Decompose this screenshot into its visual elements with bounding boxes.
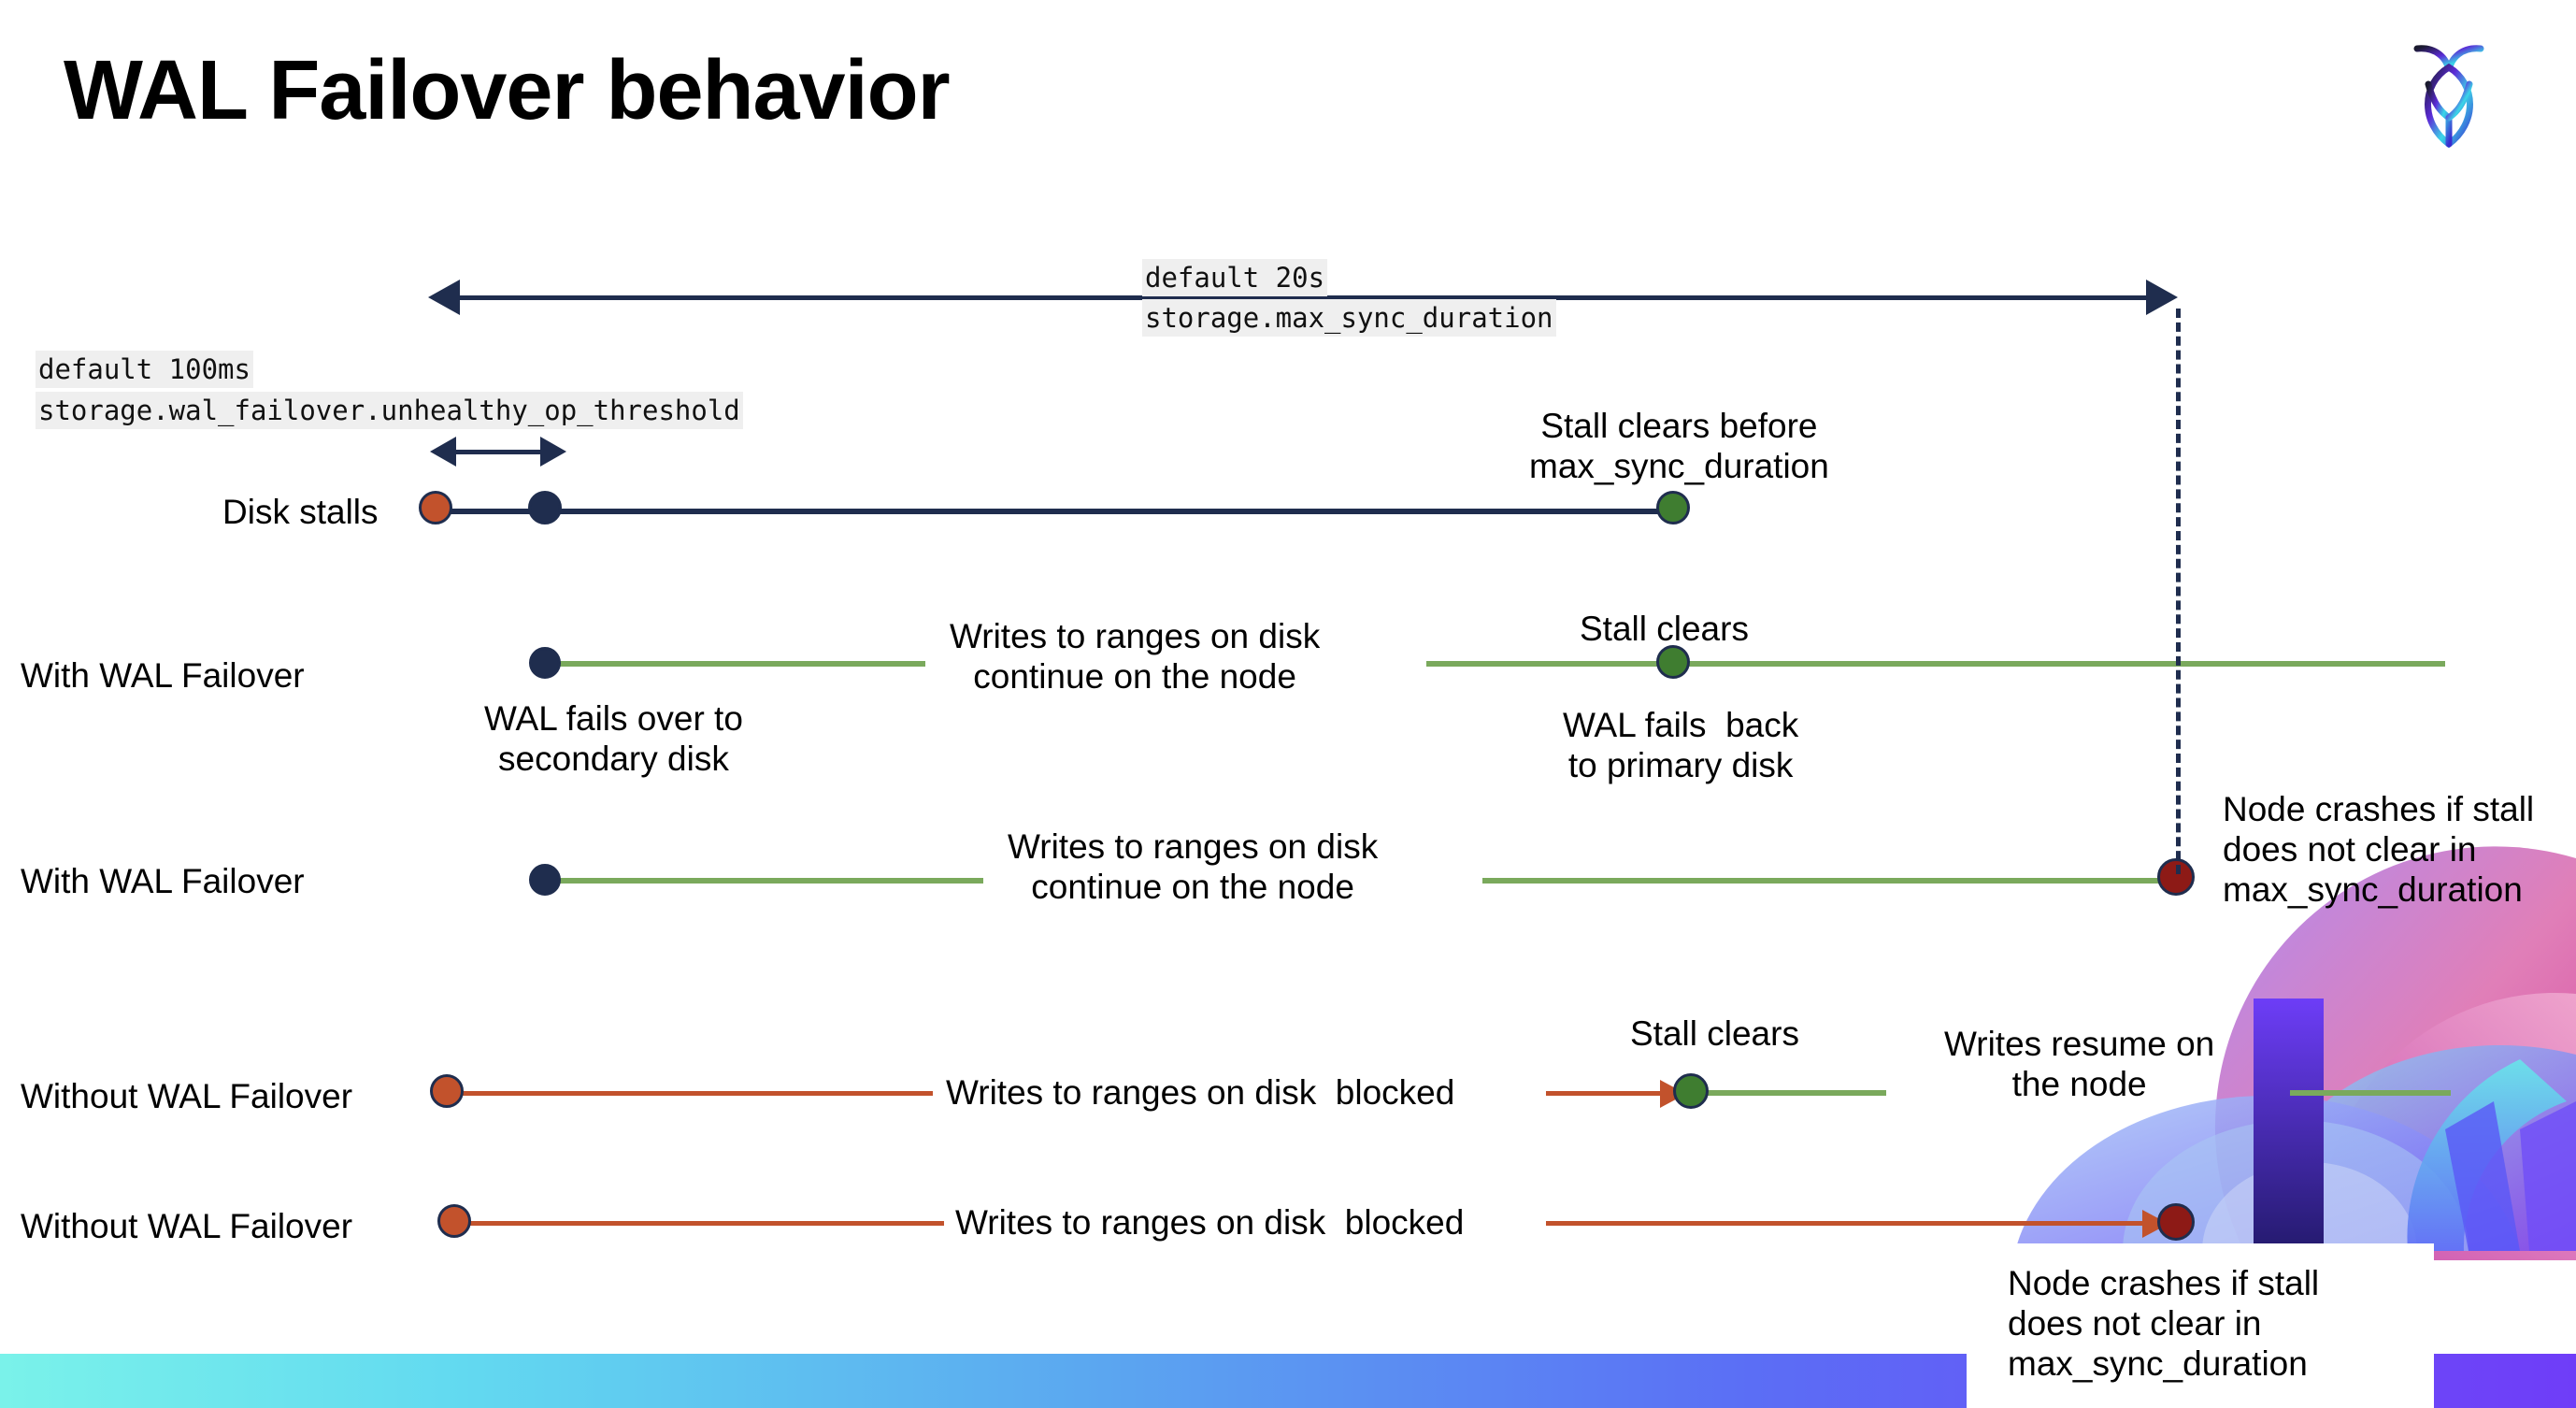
row-label-disk-stalls: Disk stalls	[222, 493, 379, 531]
annot-stall-clears-1: Stall clears	[1580, 610, 1749, 648]
wal-failover-line-right-1	[1426, 661, 2445, 667]
stall-start-dot-row4	[430, 1074, 464, 1108]
threshold-arrow-left-head	[430, 437, 456, 467]
annot-wal-fails-back: WAL fails back to primary disk	[1563, 706, 1799, 784]
unhealthy-op-threshold-default-chip: default 100ms	[36, 351, 253, 389]
annot-writes-blocked-1: Writes to ranges on disk blocked	[946, 1073, 1455, 1112]
node-crash-dot-2	[2157, 1203, 2195, 1241]
cockroachdb-logo	[2413, 45, 2484, 149]
wal-failover-line-left-1	[548, 661, 925, 667]
max-sync-arrow-left-head	[428, 280, 460, 315]
page-title: WAL Failover behavior	[64, 44, 951, 137]
disk-stall-failover-dot	[528, 491, 562, 524]
threshold-arrow-shaft	[454, 450, 555, 454]
wal-failover-start-dot-1	[529, 647, 561, 679]
wal-failover-start-dot-2	[529, 864, 561, 896]
annot-stall-clears-2: Stall clears	[1630, 1014, 1799, 1053]
annot-writes-blocked-2: Writes to ranges on disk blocked	[955, 1203, 1465, 1242]
callout-node-crashes-2: Node crashes if stall does not clear in …	[1967, 1243, 2434, 1408]
blocked-line-2	[465, 1221, 944, 1226]
blocked-line-2b	[1546, 1221, 2152, 1226]
max-sync-duration-dashed-guide	[2176, 309, 2181, 874]
row-label-with-wal-failover-2: With WAL Failover	[21, 862, 305, 900]
stall-start-dot-row5	[437, 1204, 471, 1238]
wal-failover-stall-clears-dot-1	[1656, 645, 1690, 679]
wal-failover-line-right-2	[1482, 878, 2174, 884]
annot-node-crashes-1: Node crashes if stall does not clear in …	[2223, 790, 2535, 909]
annot-writes-resume: Writes resume on the node	[1944, 1025, 2215, 1103]
annot-wal-fails-over: WAL fails over to secondary disk	[484, 699, 743, 778]
wal-failover-line-left-2	[548, 878, 983, 884]
disk-stall-start-dot	[419, 491, 452, 524]
unhealthy-op-threshold-setting-chip: storage.wal_failover.unhealthy_op_thresh…	[36, 392, 743, 430]
disk-stalls-timeline	[439, 509, 1673, 514]
resume-line-1b	[2290, 1090, 2451, 1096]
max-sync-arrow-shaft	[458, 295, 2150, 300]
blocked-line-1b	[1546, 1091, 1666, 1096]
annot-writes-continue-2: Writes to ranges on disk continue on the…	[1008, 827, 1379, 906]
annot-node-crashes-2: Node crashes if stall does not clear in …	[2008, 1264, 2320, 1383]
row-label-without-wal-failover-2: Without WAL Failover	[21, 1207, 353, 1245]
max-sync-duration-setting-chip: storage.max_sync_duration	[1142, 299, 1556, 338]
annot-writes-continue-1: Writes to ranges on disk continue on the…	[950, 617, 1321, 696]
max-sync-duration-default-chip: default 20s	[1142, 259, 1328, 297]
max-sync-arrow-right-head	[2146, 280, 2178, 315]
annot-stall-clears-before: Stall clears before max_sync_duration	[1529, 407, 1829, 485]
row-label-without-wal-failover-1: Without WAL Failover	[21, 1077, 353, 1115]
stall-clears-dot-row4	[1673, 1073, 1709, 1109]
resume-line-1	[1703, 1090, 1886, 1096]
disk-stall-cleared-dot	[1656, 491, 1690, 524]
blocked-line-1	[456, 1091, 933, 1096]
threshold-arrow-right-head	[540, 437, 566, 467]
row-label-with-wal-failover-1: With WAL Failover	[21, 656, 305, 695]
